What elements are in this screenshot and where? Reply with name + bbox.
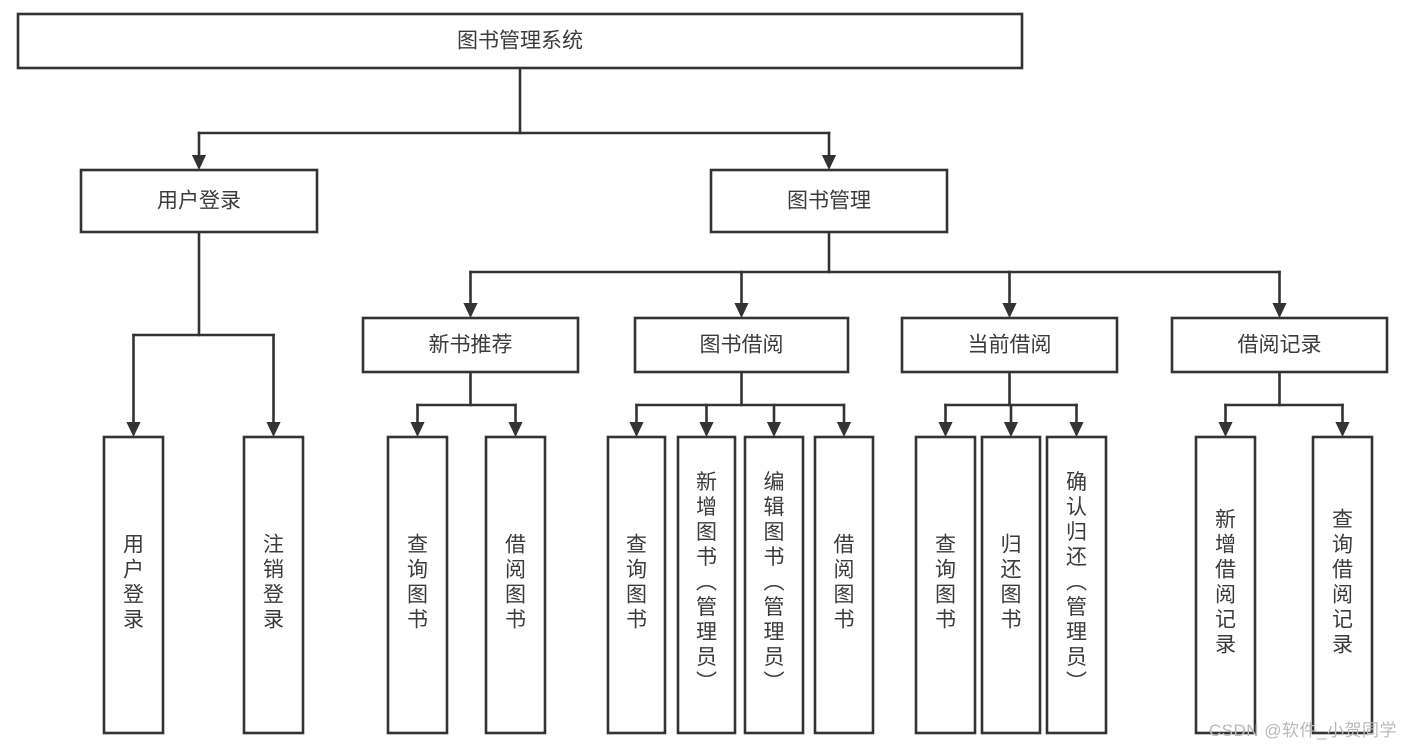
node-box-leaf-add-book bbox=[676, 435, 737, 735]
node-label-leaf-query-book-borrow: 查询图书 bbox=[626, 534, 647, 632]
node-box-current-borrow bbox=[900, 316, 1119, 374]
arrow-head-book-management bbox=[821, 155, 837, 170]
node-user-login[interactable]: 用户登录 bbox=[79, 168, 319, 234]
node-label-leaf-borrow-book-rec: 借阅图书 bbox=[505, 534, 526, 632]
arrow-head-user-login bbox=[191, 155, 207, 170]
node-leaf-confirm-return[interactable]: 确认归还︵管理员︶ bbox=[1045, 435, 1108, 735]
node-leaf-add-book[interactable]: 新增图书︵管理员︶ bbox=[676, 435, 737, 735]
node-leaf-borrow-book-rec[interactable]: 借阅图书 bbox=[484, 435, 547, 735]
node-box-user-login bbox=[79, 168, 319, 234]
node-box-leaf-add-record bbox=[1194, 435, 1257, 735]
node-leaf-edit-book[interactable]: 编辑图书︵管理员︶ bbox=[743, 435, 805, 735]
node-leaf-user-login[interactable]: 用户登录 bbox=[102, 435, 165, 735]
arrow-head-book-borrow bbox=[734, 303, 749, 318]
nodes-layer: 图书管理系统用户登录图书管理新书推荐图书借阅当前借阅借阅记录用户登录注销登录查询… bbox=[16, 12, 1389, 735]
node-label-user-login: 用户登录 bbox=[157, 190, 241, 213]
arrow-head-leaf-query-record bbox=[1335, 422, 1350, 437]
node-leaf-query-book-borrow[interactable]: 查询图书 bbox=[606, 435, 667, 735]
node-box-leaf-query-book-borrow bbox=[606, 435, 667, 735]
connectors-layer bbox=[126, 66, 1350, 437]
arrow-head-leaf-confirm-return bbox=[1069, 422, 1084, 437]
arrow-head-leaf-query-book-rec bbox=[410, 422, 425, 437]
node-box-leaf-query-record bbox=[1311, 435, 1374, 735]
node-leaf-return-book[interactable]: 归还图书 bbox=[980, 435, 1042, 735]
node-leaf-query-book-rec[interactable]: 查询图书 bbox=[386, 435, 449, 735]
node-book-borrow[interactable]: 图书借阅 bbox=[633, 316, 850, 374]
node-label-leaf-return-book: 归还图书 bbox=[1001, 534, 1022, 632]
node-label-leaf-add-book: 新增图书︵管理员︶ bbox=[696, 471, 717, 694]
node-label-book-management: 图书管理 bbox=[787, 190, 871, 213]
node-box-leaf-edit-book bbox=[743, 435, 805, 735]
node-book-management[interactable]: 图书管理 bbox=[709, 168, 949, 234]
node-box-book-management bbox=[709, 168, 949, 234]
node-box-book-borrow bbox=[633, 316, 850, 374]
arrow-head-leaf-query-book-borrow bbox=[629, 422, 644, 437]
arrow-head-leaf-edit-book bbox=[766, 422, 782, 437]
node-leaf-add-record[interactable]: 新增借阅记录 bbox=[1194, 435, 1257, 735]
node-label-new-book-recommend: 新书推荐 bbox=[429, 334, 513, 357]
arrow-head-leaf-user-login bbox=[126, 422, 141, 437]
arrow-head-new-book-recommend bbox=[463, 303, 478, 318]
node-label-root: 图书管理系统 bbox=[457, 30, 583, 53]
node-label-leaf-confirm-return: 确认归还︵管理员︶ bbox=[1066, 471, 1087, 694]
arrow-head-leaf-logout bbox=[266, 422, 281, 437]
node-box-leaf-return-book bbox=[980, 435, 1042, 735]
node-label-leaf-logout: 注销登录 bbox=[263, 534, 284, 632]
arrow-head-current-borrow bbox=[1002, 303, 1017, 318]
node-box-leaf-user-login bbox=[102, 435, 165, 735]
arrow-head-leaf-add-record bbox=[1218, 422, 1233, 437]
node-current-borrow[interactable]: 当前借阅 bbox=[900, 316, 1119, 374]
node-label-leaf-add-record: 新增借阅记录 bbox=[1215, 509, 1236, 657]
node-borrow-record[interactable]: 借阅记录 bbox=[1170, 316, 1389, 374]
node-box-borrow-record bbox=[1170, 316, 1389, 374]
node-label-leaf-user-login: 用户登录 bbox=[123, 534, 144, 632]
arrow-head-leaf-borrow-book bbox=[836, 422, 852, 437]
node-leaf-query-book-cur[interactable]: 查询图书 bbox=[914, 435, 977, 735]
node-box-leaf-borrow-book-rec bbox=[484, 435, 547, 735]
node-box-leaf-logout bbox=[242, 435, 305, 735]
arrow-head-leaf-return-book bbox=[1003, 422, 1019, 437]
node-label-borrow-record: 借阅记录 bbox=[1238, 334, 1322, 357]
node-label-leaf-borrow-book: 借阅图书 bbox=[834, 534, 855, 632]
arrow-head-leaf-add-book bbox=[699, 422, 714, 437]
node-leaf-logout[interactable]: 注销登录 bbox=[242, 435, 305, 735]
node-label-leaf-query-book-cur: 查询图书 bbox=[935, 534, 956, 632]
node-box-leaf-query-book-cur bbox=[914, 435, 977, 735]
arrow-head-leaf-query-book-cur bbox=[938, 422, 953, 437]
node-label-current-borrow: 当前借阅 bbox=[968, 334, 1052, 357]
node-label-leaf-edit-book: 编辑图书︵管理员︶ bbox=[764, 471, 785, 694]
node-label-leaf-query-book-rec: 查询图书 bbox=[407, 534, 428, 632]
node-new-book-recommend[interactable]: 新书推荐 bbox=[361, 316, 580, 374]
node-leaf-query-record[interactable]: 查询借阅记录 bbox=[1311, 435, 1374, 735]
node-leaf-borrow-book[interactable]: 借阅图书 bbox=[813, 435, 875, 735]
arrow-head-leaf-borrow-book-rec bbox=[508, 422, 523, 437]
node-label-book-borrow: 图书借阅 bbox=[700, 334, 784, 357]
node-box-leaf-query-book-rec bbox=[386, 435, 449, 735]
node-box-leaf-confirm-return bbox=[1045, 435, 1108, 735]
node-root[interactable]: 图书管理系统 bbox=[16, 12, 1024, 70]
node-box-leaf-borrow-book bbox=[813, 435, 875, 735]
node-box-root bbox=[16, 12, 1024, 70]
arrow-head-borrow-record bbox=[1272, 303, 1287, 318]
node-box-new-book-recommend bbox=[361, 316, 580, 374]
node-label-leaf-query-record: 查询借阅记录 bbox=[1332, 509, 1353, 657]
csdn-watermark: CSDN @软件_小贺同学 bbox=[1208, 721, 1397, 740]
